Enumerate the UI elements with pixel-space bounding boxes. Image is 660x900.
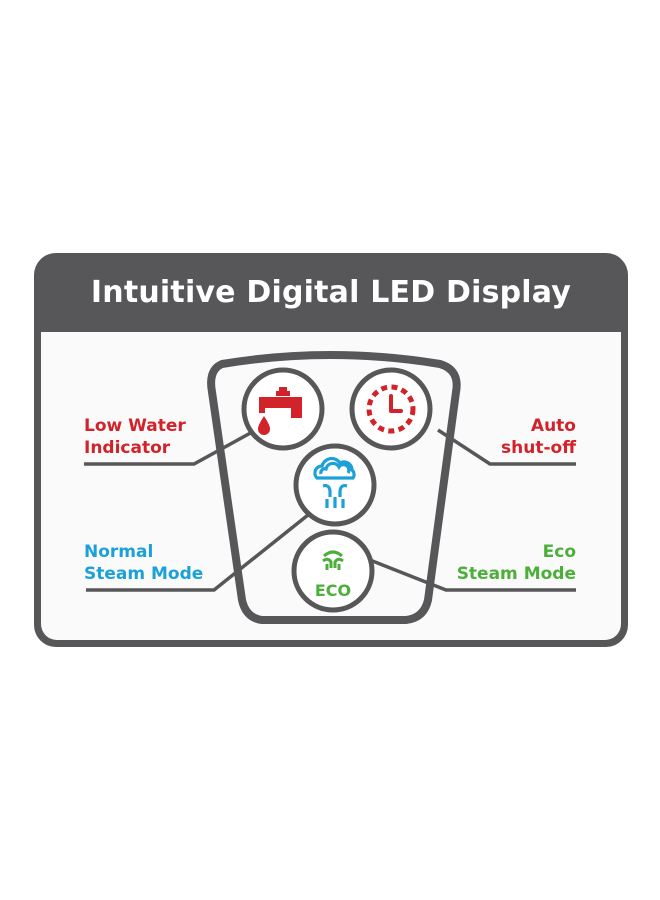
eco-steam-leader-line	[369, 558, 576, 592]
normal-steam-label: Normal Steam Mode	[84, 541, 203, 585]
auto-shutoff-label-line1: Auto	[530, 416, 576, 436]
auto-shutoff-leader-line	[437, 428, 576, 466]
normal-steam-label-line2: Steam Mode	[84, 564, 204, 584]
auto-shutoff-label-line2: shut-off	[501, 438, 576, 458]
low-water-label-line1: Low Water	[84, 416, 186, 436]
eco-steam-icon	[322, 550, 344, 570]
normal-steam-label-line1: Normal	[84, 542, 154, 562]
low-water-button[interactable]	[241, 367, 325, 451]
eco-badge-text: ECO	[315, 581, 351, 600]
normal-steam-leader-line	[86, 513, 310, 592]
normal-steam-button[interactable]	[293, 443, 377, 527]
auto-shutoff-button[interactable]	[349, 367, 433, 451]
eco-steam-label-line2: Steam Mode	[456, 564, 576, 584]
card-title: Intuitive Digital LED Display	[90, 275, 572, 310]
steam-cloud-icon	[313, 456, 356, 508]
auto-shutoff-label: Auto shut-off	[501, 415, 576, 459]
eco-steam-label-line1: Eco	[542, 542, 576, 562]
low-water-leader-line	[84, 428, 257, 466]
low-water-label-line2: Indicator	[84, 438, 171, 458]
clock-icon	[366, 384, 416, 434]
eco-steam-button[interactable]: ECO	[291, 529, 375, 613]
faucet-drop-icon	[258, 387, 302, 435]
eco-steam-label: Eco Steam Mode	[457, 541, 576, 585]
low-water-label: Low Water Indicator	[84, 415, 186, 459]
